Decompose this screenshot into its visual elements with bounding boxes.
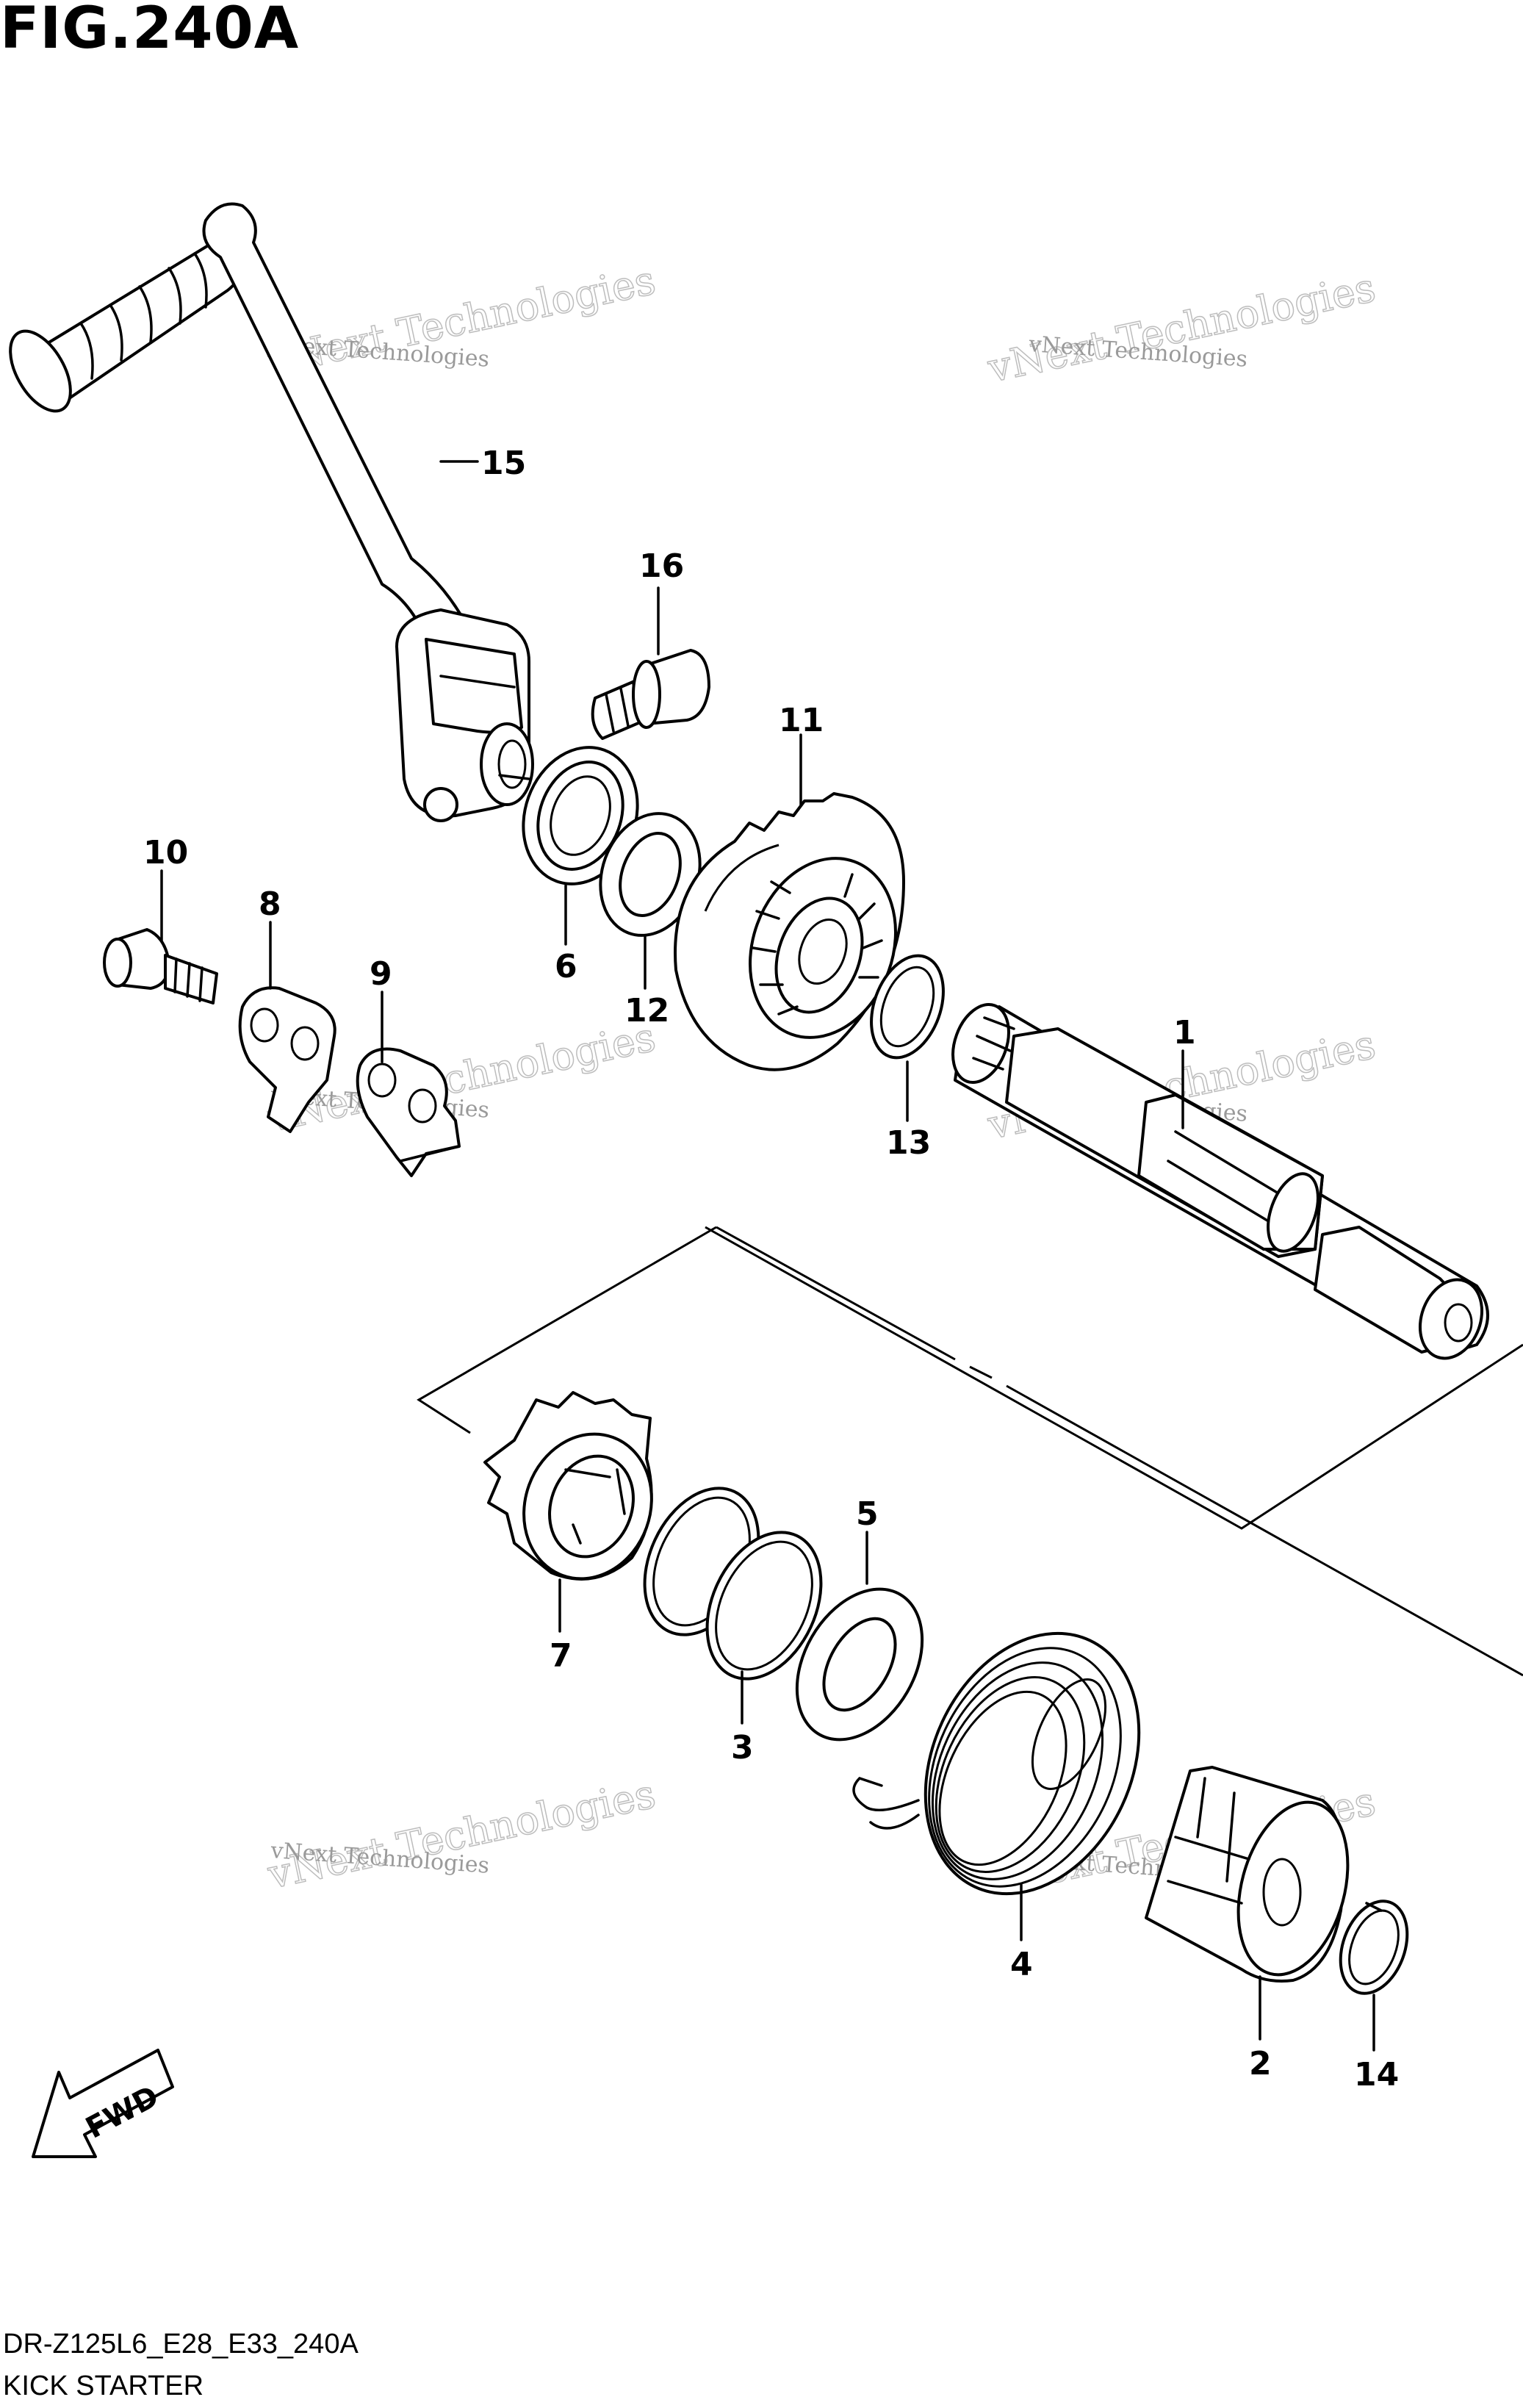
callout-10: 10 <box>143 834 188 871</box>
bolt-10-drawing <box>103 928 218 1004</box>
callout-2: 2 <box>1249 2045 1272 2082</box>
guide-8-drawing <box>238 986 336 1133</box>
callout-12: 12 <box>624 992 669 1029</box>
figure-code: DR-Z125L6_E28_E33_240A <box>3 2329 359 2360</box>
fwd-arrow-icon: FWD <box>32 2049 174 2158</box>
bolt-16-drawing <box>591 649 710 740</box>
callout-16: 16 <box>639 547 684 585</box>
kick-shaft-1-drawing <box>951 1002 1489 1360</box>
circlip-14-drawing <box>1339 1900 1409 1995</box>
watermark-outline: vNext Technologies <box>984 265 1380 392</box>
callout-8: 8 <box>259 885 281 923</box>
callout-6: 6 <box>555 948 577 985</box>
kick-gear-11-drawing <box>674 792 905 1071</box>
assembly-outline <box>417 1226 1523 1677</box>
drive-gear-7-drawing <box>483 1391 653 1581</box>
kick-lever-drawing <box>9 202 534 822</box>
washer-12-drawing <box>599 812 702 937</box>
callout-11: 11 <box>779 702 824 739</box>
callout-3: 3 <box>731 1729 754 1767</box>
callout-13: 13 <box>886 1124 931 1162</box>
figure-name: KICK STARTER <box>3 2371 204 2401</box>
spring-3-drawing <box>643 1487 823 1681</box>
guide-2-drawing <box>1145 1766 1350 1983</box>
stopper-9-drawing <box>356 1047 461 1177</box>
washer-5-drawing <box>795 1587 924 1742</box>
leader-lines <box>160 460 1375 2052</box>
callout-9: 9 <box>370 955 392 993</box>
return-spring-4-drawing <box>852 1631 1141 1896</box>
callout-4: 4 <box>1010 1946 1033 1983</box>
callout-labels: 15 16 11 10 8 9 6 12 13 1 5 7 3 4 2 14 <box>143 445 1399 2093</box>
callout-1: 1 <box>1173 1014 1196 1052</box>
callout-5: 5 <box>856 1495 879 1533</box>
washer-13-drawing <box>870 954 945 1060</box>
callout-15: 15 <box>481 445 526 482</box>
figure-title: FIG.240A <box>0 0 300 62</box>
callout-7: 7 <box>550 1637 572 1675</box>
callout-14: 14 <box>1354 2056 1399 2093</box>
watermark-outline: vNext Technologies <box>264 1771 660 1898</box>
